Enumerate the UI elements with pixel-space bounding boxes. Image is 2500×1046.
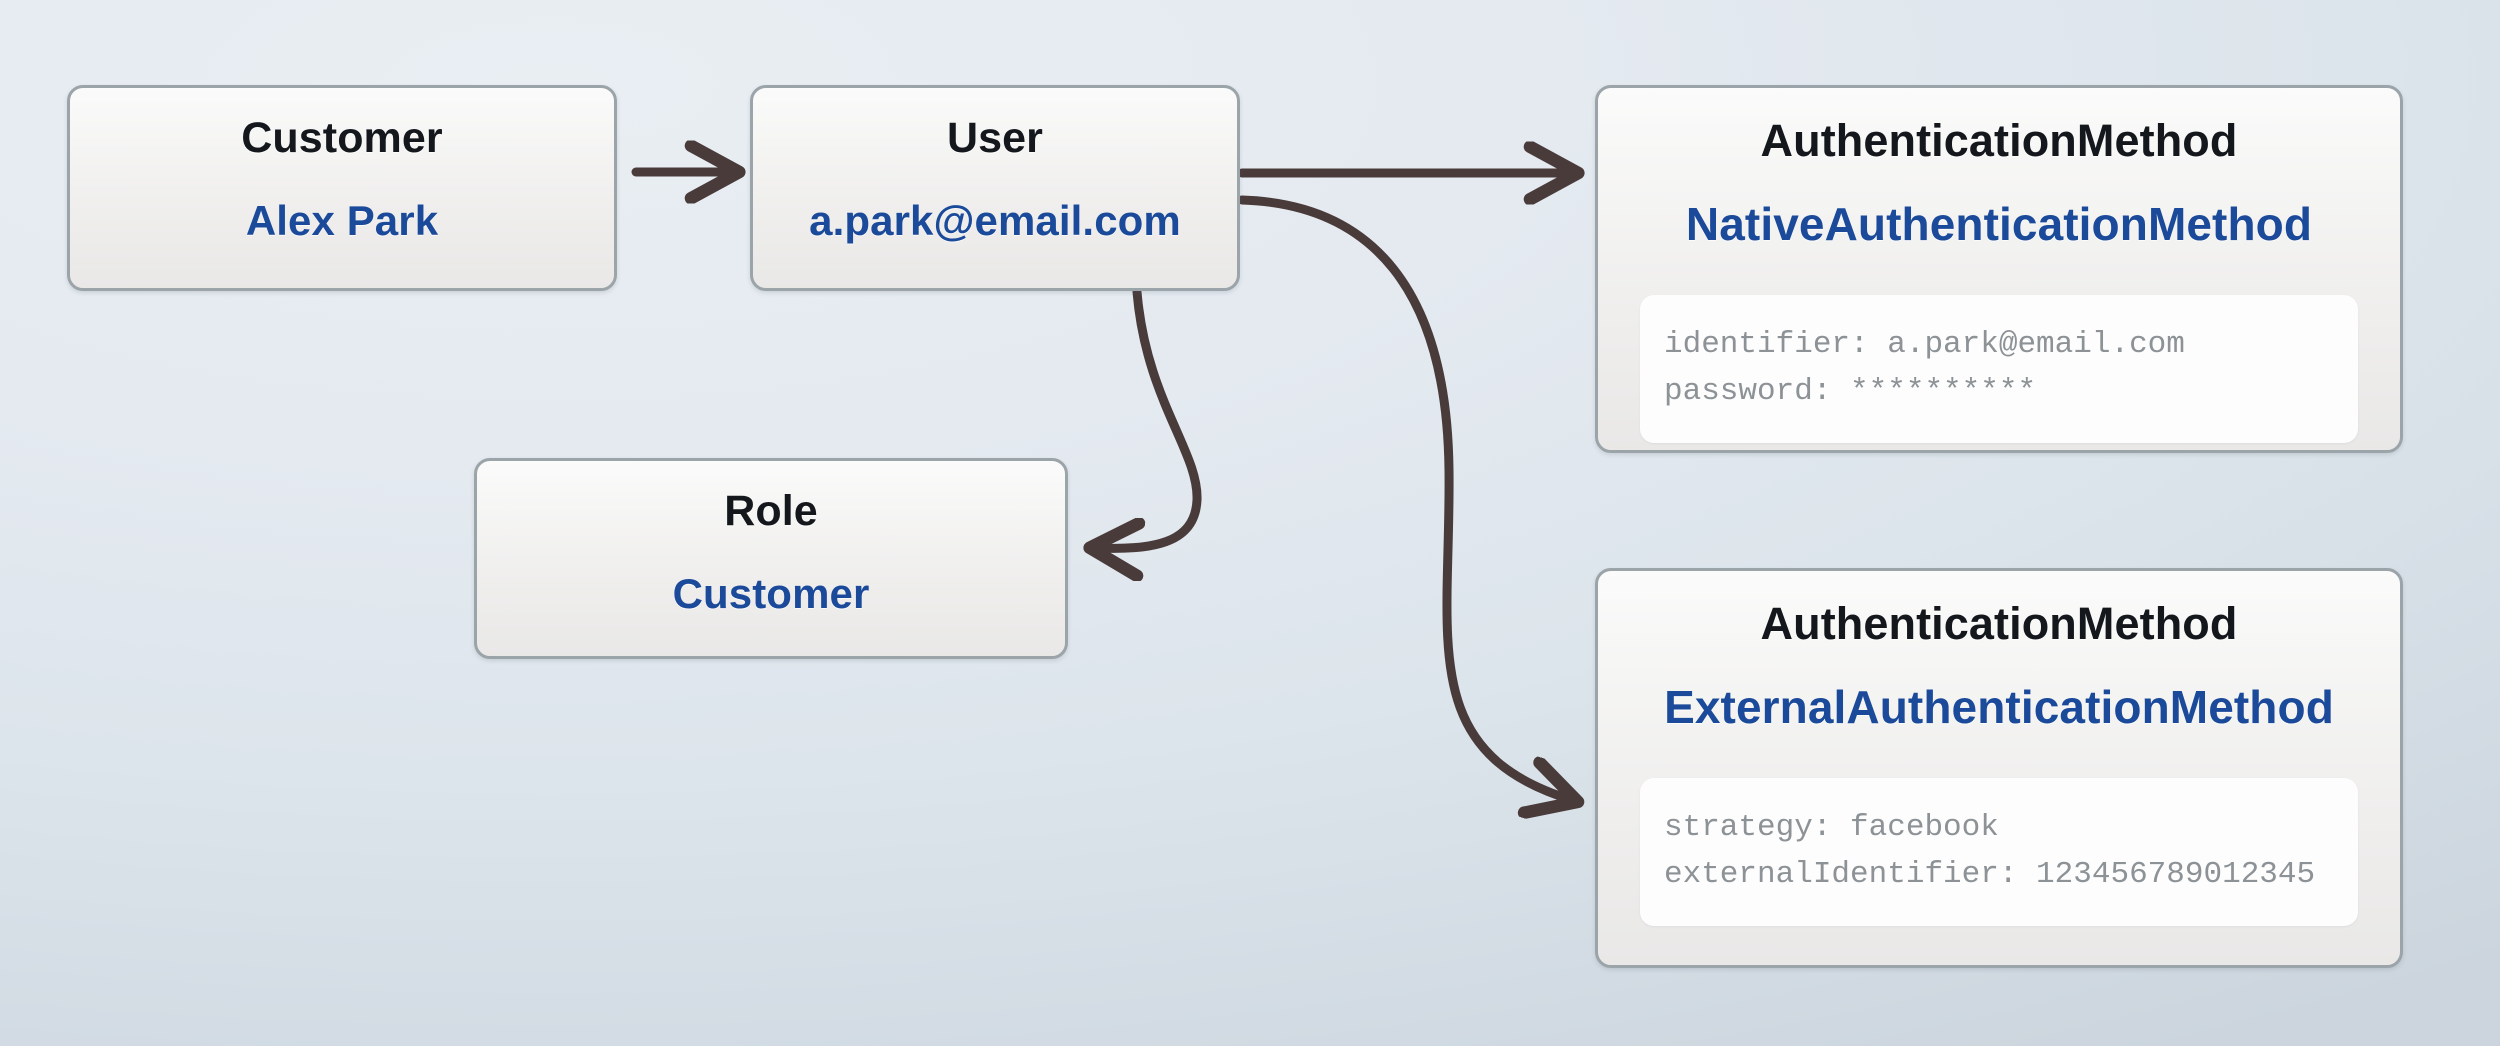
node-native-authentication-method[interactable]: AuthenticationMethod NativeAuthenticatio… xyxy=(1595,85,2403,453)
node-native-auth-properties: identifier: a.park@email.com password: *… xyxy=(1640,295,2358,444)
node-external-auth-name: ExternalAuthenticationMethod xyxy=(1664,681,2334,733)
node-native-auth-name: NativeAuthenticationMethod xyxy=(1685,198,2313,250)
property-password: password: ********** xyxy=(1664,374,2037,410)
node-external-auth-type: AuthenticationMethod xyxy=(1760,598,2238,649)
node-native-auth-type: AuthenticationMethod xyxy=(1760,115,2238,166)
node-role-type: Role xyxy=(724,487,818,535)
node-external-auth-properties: strategy: facebook externalIdentifier: 1… xyxy=(1640,778,2358,927)
node-user[interactable]: User a.park@email.com xyxy=(750,85,1240,291)
node-role[interactable]: Role Customer xyxy=(474,458,1068,659)
property-external-identifier: externalIdentifier: 123456789012345 xyxy=(1664,857,2316,893)
property-identifier: identifier: a.park@email.com xyxy=(1664,327,2185,362)
property-strategy: strategy: facebook xyxy=(1664,810,1999,845)
edge-user-to-external-auth xyxy=(1237,195,1572,800)
edge-user-to-role xyxy=(1096,287,1202,548)
node-external-authentication-method[interactable]: AuthenticationMethod ExternalAuthenticat… xyxy=(1595,568,2403,968)
node-customer-type: Customer xyxy=(241,114,443,162)
node-user-name: a.park@email.com xyxy=(809,197,1181,244)
node-customer[interactable]: Customer Alex Park xyxy=(67,85,617,291)
node-user-type: User xyxy=(946,114,1044,162)
node-role-name: Customer xyxy=(672,570,870,617)
node-customer-name: Alex Park xyxy=(245,197,439,244)
